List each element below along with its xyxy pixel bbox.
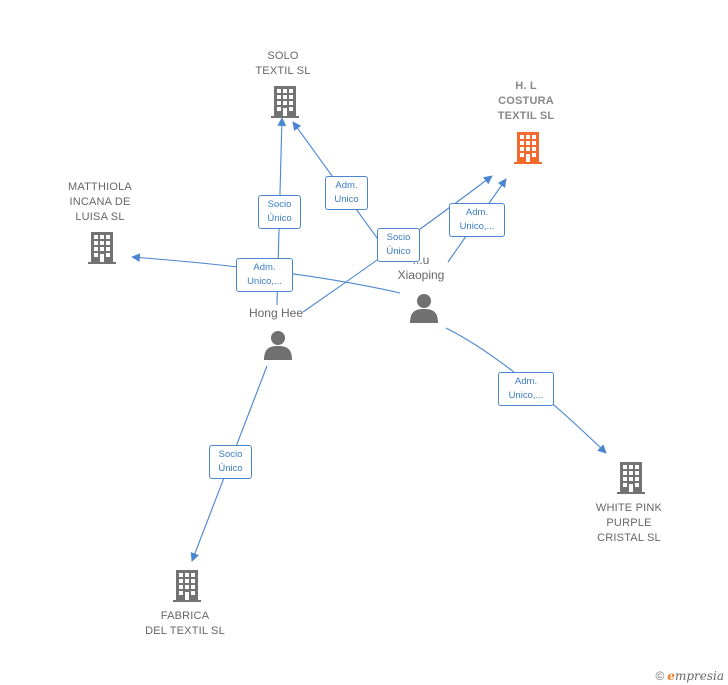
building-icon[interactable] <box>173 570 201 602</box>
edge-label-adm-unico: Adm. Unico <box>325 176 368 210</box>
edge-label-socio-unico: Socio Único <box>209 445 252 479</box>
company-label-h-l-costura[interactable]: H. L COSTURA TEXTIL SL <box>497 80 555 122</box>
person-icon[interactable] <box>410 294 438 323</box>
company-label-solo-textil[interactable]: SOLO TEXTIL SL <box>255 50 311 77</box>
person-label-xiaoping[interactable]: ...u Xiaoping <box>397 253 445 282</box>
company-label-matthiola[interactable]: MATTHIOLA INCANA DE LUISA SL <box>68 181 132 223</box>
building-icon[interactable] <box>271 86 299 118</box>
edge-label-socio-unico: Socio Único <box>377 228 420 262</box>
edge-label-adm-unico: Adm. Unico,... <box>449 203 505 237</box>
edge-label-adm-unico: Adm. Unico,... <box>498 372 554 406</box>
person-label-hong-hee[interactable]: Hong Hee <box>248 306 304 320</box>
building-icon[interactable] <box>617 462 645 494</box>
company-label-white-pink[interactable]: WHITE PINK PURPLE CRISTAL SL <box>595 502 663 544</box>
edge-label-adm-unico: Adm. Unico,... <box>236 258 293 292</box>
company-label-fabrica[interactable]: FABRICA DEL TEXTIL SL <box>145 610 225 637</box>
footer-brand: ©empresia <box>655 669 724 683</box>
brand-logo: empresia <box>667 669 724 683</box>
building-icon[interactable] <box>514 132 542 164</box>
person-icon[interactable] <box>264 331 292 360</box>
copyright-symbol: © <box>655 669 665 683</box>
edge-label-socio-unico: Socio Único <box>258 195 301 229</box>
building-icon[interactable] <box>88 232 116 264</box>
